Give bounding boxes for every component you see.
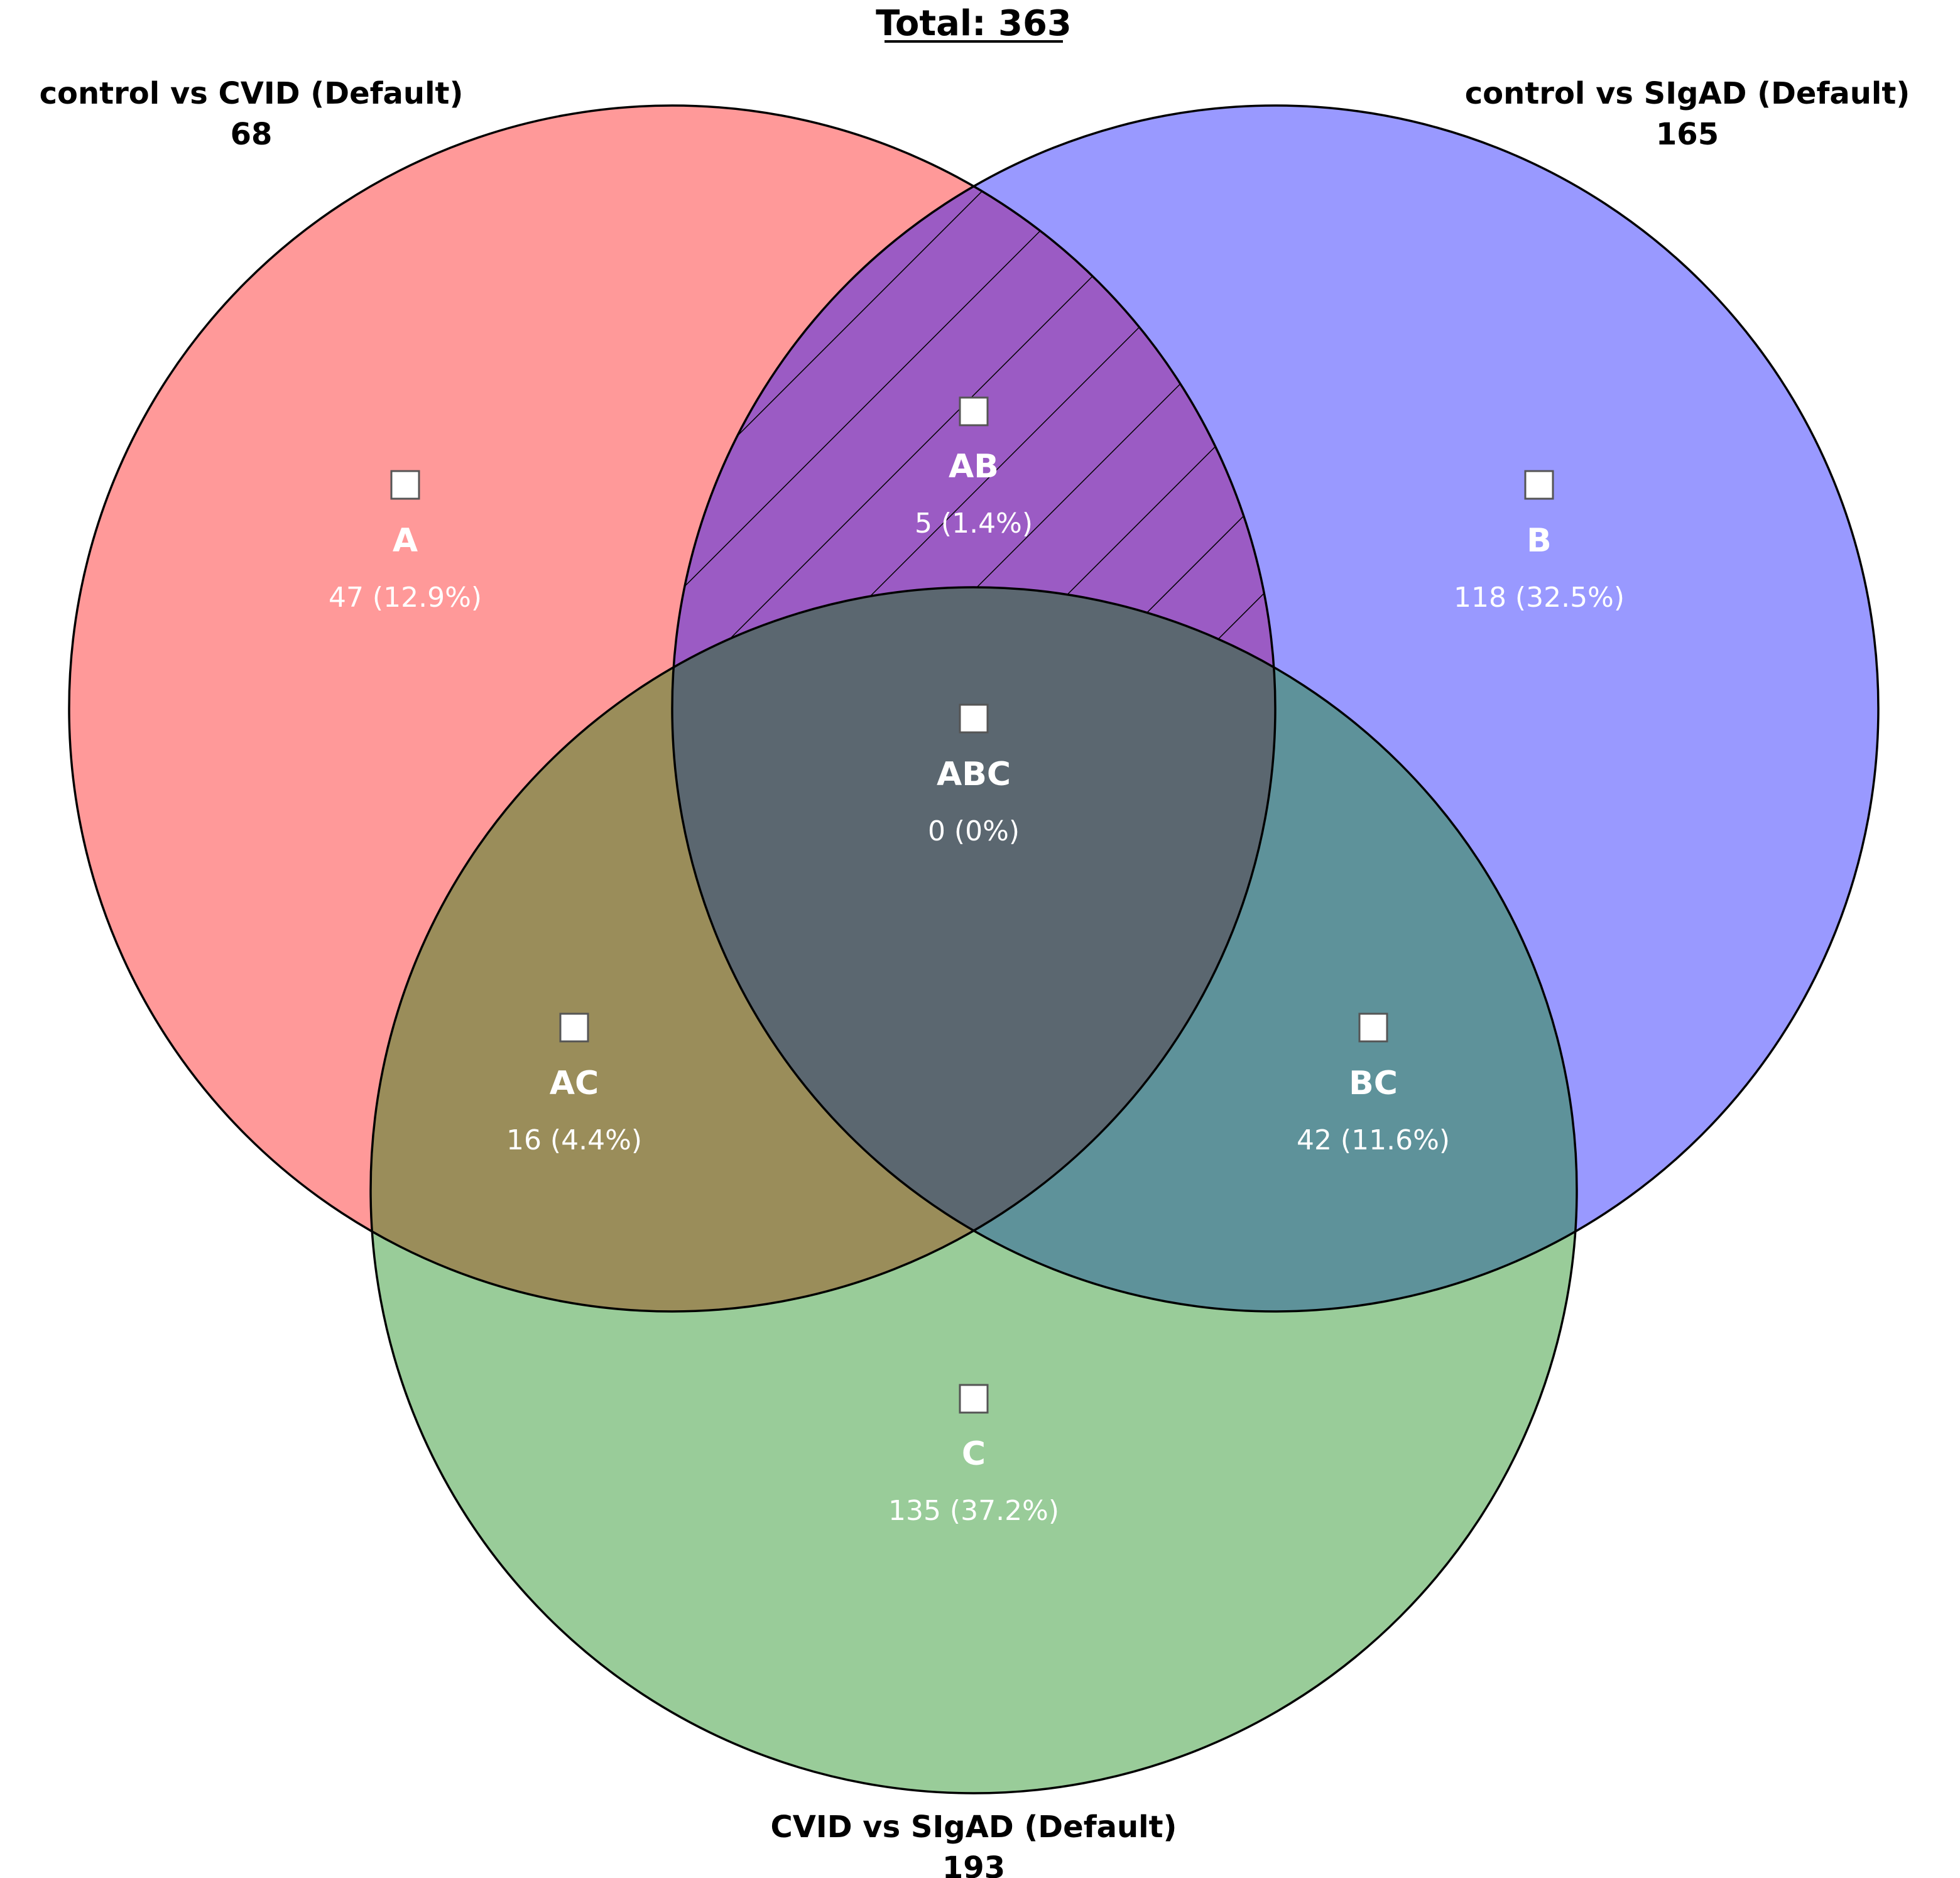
region-a-checkbox[interactable] [390, 470, 420, 500]
region-c-checkbox[interactable] [959, 1384, 989, 1414]
region-ab-value: 5 (1.4%) [915, 507, 1033, 540]
region-a-value: 47 (12.9%) [329, 582, 482, 614]
region-c-value: 135 (37.2%) [888, 1495, 1059, 1527]
region-abc-value: 0 (0%) [928, 815, 1020, 847]
region-bc-value: 42 (11.6%) [1297, 1124, 1450, 1156]
set-a-name: control vs CVID (Default) [40, 76, 464, 111]
set-b-name: control vs SIgAD (Default) [1465, 76, 1910, 111]
region-bc-checkbox[interactable] [1358, 1012, 1388, 1043]
region-b-checkbox[interactable] [1524, 470, 1554, 500]
region-ab-label: AB [949, 448, 999, 486]
region-ac-checkbox[interactable] [559, 1012, 589, 1043]
region-a-label: A [393, 522, 418, 560]
set-c-count: 193 [942, 1850, 1005, 1878]
region-c-label: C [962, 1435, 986, 1473]
region-abc-checkbox[interactable] [959, 703, 989, 734]
set-b-outline [671, 104, 1880, 1313]
total-title: Total: 363 [876, 3, 1072, 44]
set-a-count: 68 [231, 117, 273, 152]
region-ac-value: 16 (4.4%) [506, 1124, 642, 1156]
set-a-outline [68, 104, 1277, 1313]
region-ac-label: AC [550, 1065, 599, 1102]
region-abc-label: ABC [937, 756, 1011, 793]
region-bc-label: BC [1349, 1065, 1398, 1102]
region-ab-checkbox[interactable] [959, 396, 989, 426]
set-c-outline [369, 586, 1578, 1794]
region-b-value: 118 (32.5%) [1454, 582, 1625, 614]
set-c-name: CVID vs SIgAD (Default) [771, 1810, 1177, 1845]
region-b-label: B [1527, 522, 1552, 560]
set-b-count: 165 [1656, 117, 1719, 152]
circle-outlines [68, 104, 1880, 1794]
